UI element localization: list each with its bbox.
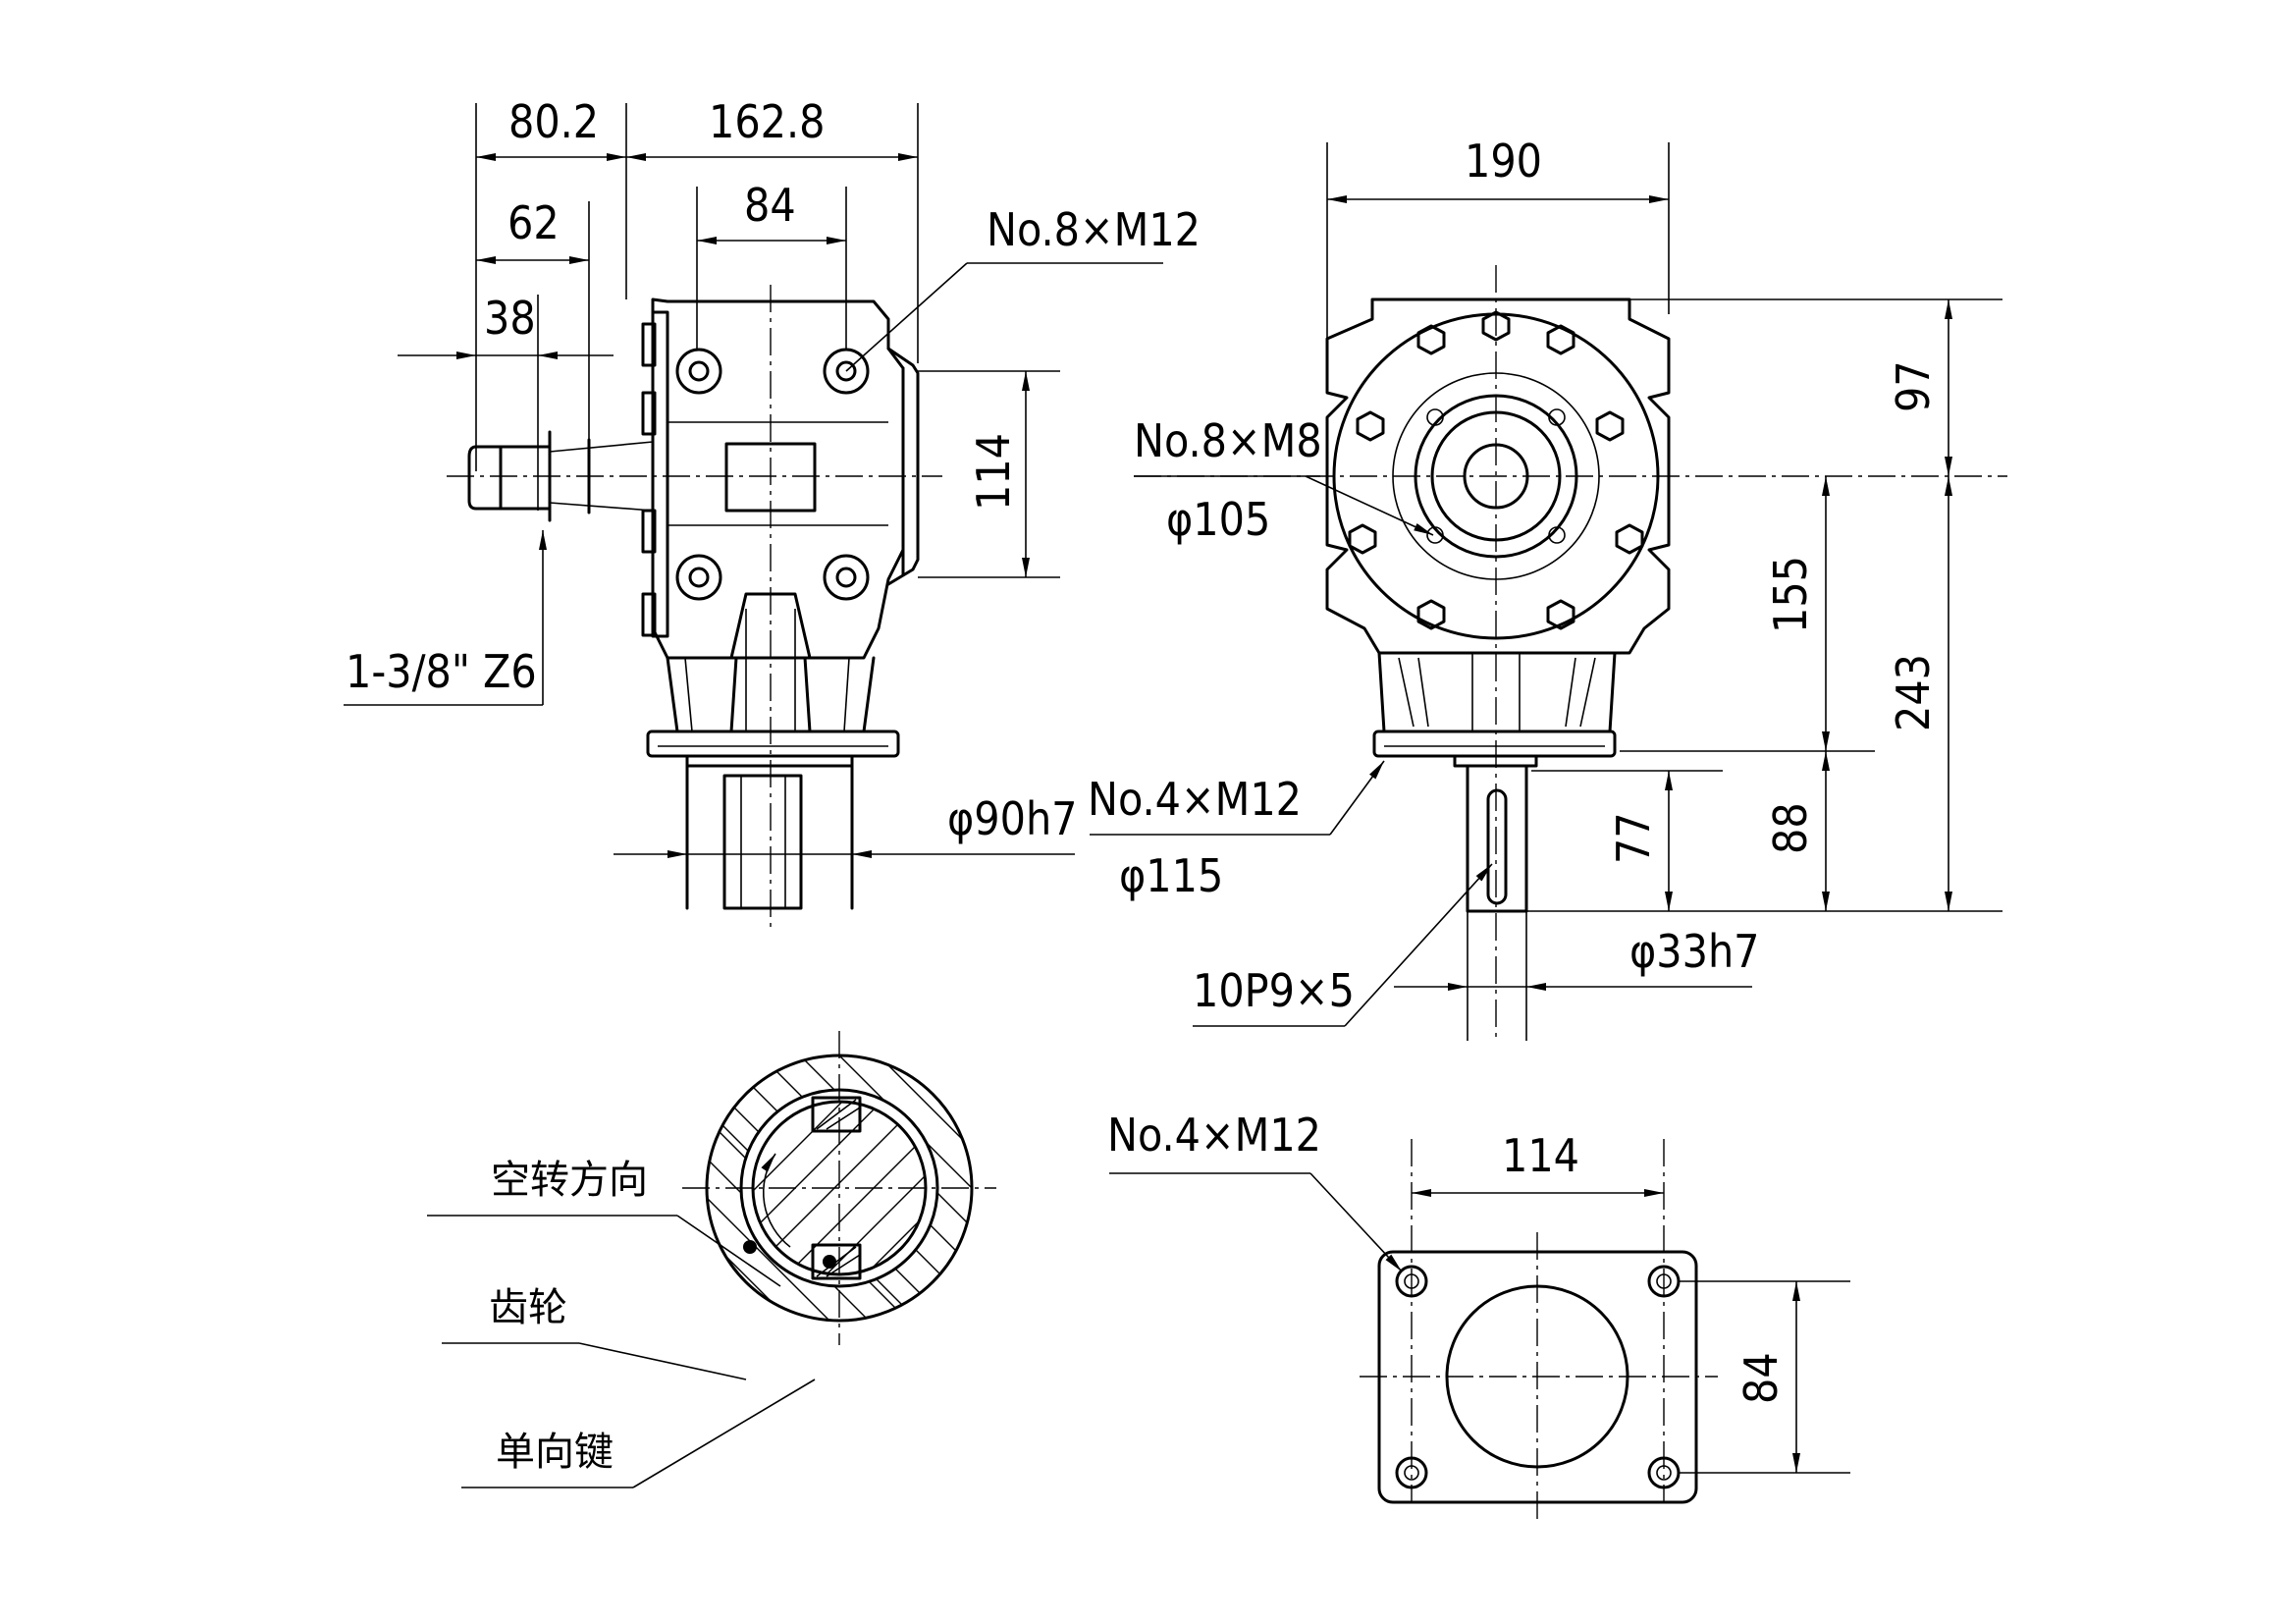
shaft-hatch bbox=[753, 1102, 926, 1274]
key-note: 10P9×5 bbox=[1193, 964, 1355, 1017]
dia-90h7: φ90h7 bbox=[947, 792, 1078, 845]
shaft-note: 1-3/8" Z6 bbox=[346, 645, 537, 698]
dim-243: 243 bbox=[1887, 654, 1940, 731]
dim-88: 88 bbox=[1764, 802, 1817, 854]
dim-80-2: 80.2 bbox=[508, 95, 599, 148]
dim-77: 77 bbox=[1607, 812, 1660, 864]
dia-115: φ115 bbox=[1119, 849, 1223, 902]
dim-97: 97 bbox=[1887, 360, 1940, 412]
label-free-rotation: 空转方向 bbox=[491, 1158, 648, 1203]
bolt-note-m12-side: No.4×M12 bbox=[1088, 773, 1302, 826]
dim-190: 190 bbox=[1465, 135, 1542, 188]
bolt-heads-front bbox=[675, 348, 870, 601]
dim-84-flange: 84 bbox=[1735, 1352, 1788, 1404]
dim-62: 62 bbox=[507, 196, 560, 249]
bolt-note-m8: No.8×M8 bbox=[1134, 414, 1322, 467]
bolt-note-flange: No.4×M12 bbox=[1107, 1109, 1321, 1162]
dim-162-8: 162.8 bbox=[709, 95, 825, 148]
one-way-keys bbox=[811, 1096, 862, 1280]
dia-105: φ105 bbox=[1166, 493, 1270, 546]
label-one-way-key: 单向键 bbox=[496, 1430, 614, 1475]
dim-84-front: 84 bbox=[744, 179, 796, 232]
hex-bolts-side bbox=[1348, 310, 1644, 630]
dim-114-flange: 114 bbox=[1502, 1129, 1579, 1182]
front-view: 80.2 162.8 84 62 38 bbox=[344, 95, 1201, 933]
bolt-note-front: No.8×M12 bbox=[987, 203, 1201, 256]
m8-bolts bbox=[1426, 408, 1566, 544]
ring-hatch bbox=[707, 1055, 972, 1321]
side-view: 190 bbox=[1088, 135, 2007, 1041]
dim-155: 155 bbox=[1764, 556, 1817, 633]
dim-114-front: 114 bbox=[967, 433, 1020, 511]
input-shaft bbox=[467, 430, 654, 522]
dia-33h7: φ33h7 bbox=[1629, 925, 1760, 978]
dim-38: 38 bbox=[484, 292, 536, 345]
label-gear: 齿轮 bbox=[489, 1285, 567, 1330]
section-view: 空转方向 齿轮 单向键 bbox=[427, 1031, 996, 1488]
flange-view: 114 84 No.4×M12 bbox=[1107, 1109, 1850, 1522]
